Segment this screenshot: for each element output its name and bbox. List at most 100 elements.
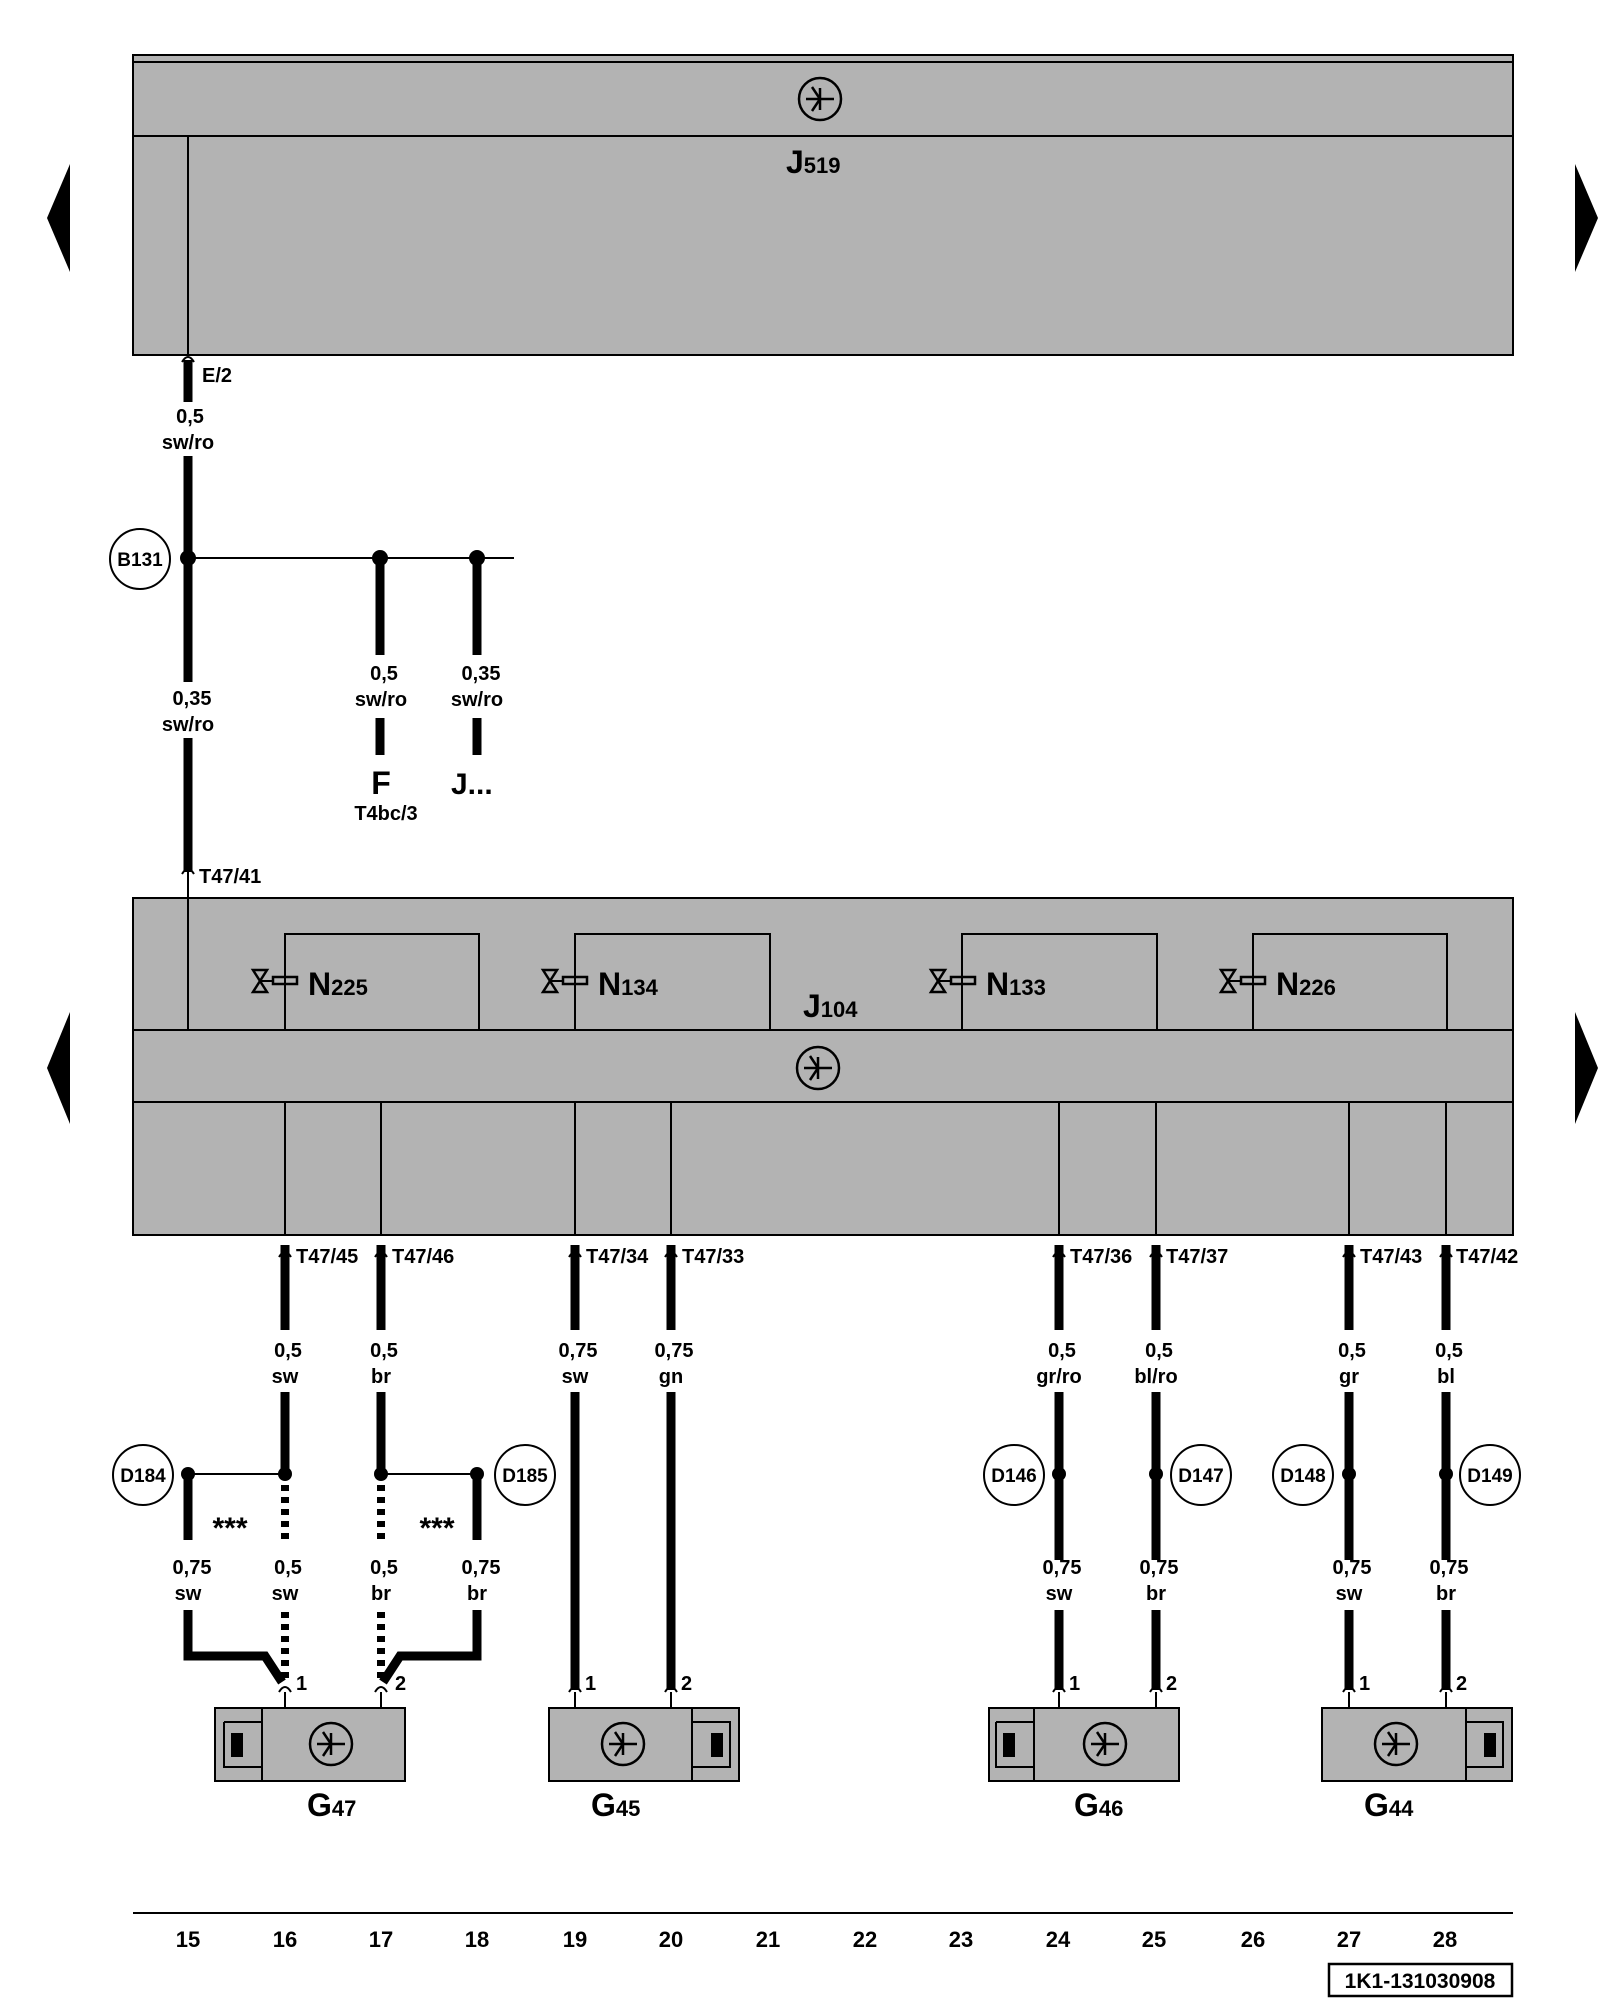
grid-number: 27: [1337, 1927, 1361, 1952]
rotation-sensor-icon: [795, 1045, 841, 1091]
splice-label: D147: [1178, 1466, 1223, 1487]
wire-size: 0,5: [1435, 1340, 1463, 1362]
wire-size: 0,5: [1145, 1340, 1173, 1362]
control-unit-j519: J519: [132, 54, 1514, 356]
wire-col-16-17: 0,5 sw 0,5 br *** *** D184 D185 0,75 sw …: [112, 1245, 556, 1685]
pin-label: T47/42: [1456, 1246, 1518, 1268]
left-arrow-icon[interactable]: [47, 1012, 70, 1124]
wire-size: 0,75: [1430, 1557, 1469, 1579]
wire-color: gn: [659, 1366, 683, 1388]
splice-d146: [983, 1444, 1045, 1506]
splice-label: D148: [1280, 1466, 1325, 1487]
wire-color: br: [371, 1366, 391, 1388]
wire-color: sw: [562, 1366, 589, 1388]
wire-color: sw: [272, 1583, 299, 1605]
pin-label: T47/33: [682, 1246, 744, 1268]
sensor-coil-icon: [1484, 1733, 1496, 1757]
optional-marker: ***: [212, 1512, 247, 1545]
sensor-coil-icon: [711, 1733, 723, 1757]
grid-number: 23: [949, 1927, 973, 1952]
sensor-g44: G44: [1321, 1707, 1513, 1823]
grid-number: 16: [273, 1927, 297, 1952]
wire-size: 0,5: [176, 406, 204, 428]
wire-color: sw: [1046, 1583, 1073, 1605]
branch-to-j: 0,35 sw/ro J...: [451, 558, 503, 801]
grid-number: 28: [1433, 1927, 1457, 1952]
sensor-g46: G46: [988, 1707, 1180, 1823]
sensor-label: G46: [1074, 1787, 1123, 1823]
splice-b131: [109, 528, 171, 590]
valve-label: N134: [598, 966, 659, 1002]
sensor-label: G44: [1364, 1787, 1414, 1823]
diagram-id-box: 1K1-131030908: [1327, 1962, 1514, 1998]
wire-size: 0,75: [1333, 1557, 1372, 1579]
valve-label: N133: [986, 966, 1046, 1002]
wire-color: sw: [272, 1366, 299, 1388]
control-unit-j104: J104 N225 N134: [132, 897, 1514, 1236]
splice-d147: [1170, 1444, 1232, 1506]
connector-pin-numbers: 1 2 1 2 1 2 1 2: [278, 1673, 1467, 1708]
wire-color: sw/ro: [162, 432, 214, 454]
grid-number: 21: [756, 1927, 780, 1952]
splice-label: D149: [1467, 1466, 1512, 1487]
pin-label: T47/46: [392, 1246, 454, 1268]
wire-size: 0,75: [655, 1340, 694, 1362]
valve-n134: N134: [540, 933, 771, 1030]
valve-icon: [928, 968, 977, 994]
wire-color: gr: [1339, 1366, 1359, 1388]
grid-number: 19: [563, 1927, 587, 1952]
wire-size: 0,5: [274, 1340, 302, 1362]
wire-size: 0,75: [173, 1557, 212, 1579]
wire-color: gr/ro: [1036, 1366, 1082, 1388]
wire-size: 0,75: [1043, 1557, 1082, 1579]
wire-color: bl/ro: [1134, 1366, 1177, 1388]
wire-col-27-28: 0,5 gr 0,5 bl D148 D149 0,75 sw 0,75 br: [1272, 1245, 1521, 1690]
grid-number: 26: [1241, 1927, 1265, 1952]
right-arrow-icon[interactable]: [1575, 164, 1598, 272]
valve-icon: [250, 968, 299, 994]
wire-col-19-20: 0,75 sw 0,75 gn: [559, 1245, 694, 1690]
unit-label-j519: J519: [786, 144, 841, 180]
splice-d148: [1272, 1444, 1334, 1506]
wire-color: sw/ro: [162, 714, 214, 736]
pin-t47-41: T47/41: [199, 866, 261, 888]
grid-numbers: 15 16 17 18 19 20 21 22 23 24 25 26 27 2…: [176, 1927, 1457, 1952]
valve-icon: [540, 968, 589, 994]
wire-color: br: [1146, 1583, 1166, 1605]
rotation-sensor-icon: [1082, 1721, 1128, 1767]
wire-color: sw/ro: [355, 689, 407, 711]
wire-color: sw: [1336, 1583, 1363, 1605]
sensor-coil-icon: [1003, 1733, 1015, 1757]
wire-size: 0,5: [1338, 1340, 1366, 1362]
grid-number: 17: [369, 1927, 393, 1952]
pin-number: 1: [1069, 1673, 1080, 1695]
valve-n133: N133: [928, 933, 1158, 1030]
wire-size: 0,75: [462, 1557, 501, 1579]
component-j: J...: [451, 768, 493, 801]
pin-label: T47/37: [1166, 1246, 1228, 1268]
pin-number: 2: [395, 1673, 406, 1695]
right-arrow-icon[interactable]: [1575, 1012, 1598, 1124]
wire-size: 0,5: [1048, 1340, 1076, 1362]
component-f: F: [371, 765, 391, 801]
wire-color: sw: [175, 1583, 202, 1605]
splice-d149: [1459, 1444, 1521, 1506]
rotation-sensor-icon: [308, 1721, 354, 1767]
splice-label: B131: [117, 550, 163, 571]
pin-e2: E/2: [202, 365, 232, 387]
splice-d184: [112, 1444, 174, 1506]
left-arrow-icon[interactable]: [47, 164, 70, 272]
unit-label-j104: J104: [803, 988, 858, 1024]
pin-t4bc-3: T4bc/3: [354, 803, 417, 825]
wire-col-24-25: 0,5 gr/ro 0,5 bl/ro D146 D147 0,75 sw 0,…: [983, 1245, 1232, 1690]
sensor-g45: G45: [548, 1707, 740, 1823]
wire-size: 0,35: [173, 688, 212, 710]
sensor-coil-icon: [231, 1733, 243, 1757]
wire-color: bl: [1437, 1366, 1455, 1388]
splice-d185: [494, 1444, 556, 1506]
rotation-sensor-icon: [600, 1721, 646, 1767]
wire-size: 0,5: [370, 1340, 398, 1362]
valve-n225: N225: [250, 933, 480, 1030]
valve-label: N225: [308, 966, 368, 1002]
pin-number: 1: [585, 1673, 596, 1695]
